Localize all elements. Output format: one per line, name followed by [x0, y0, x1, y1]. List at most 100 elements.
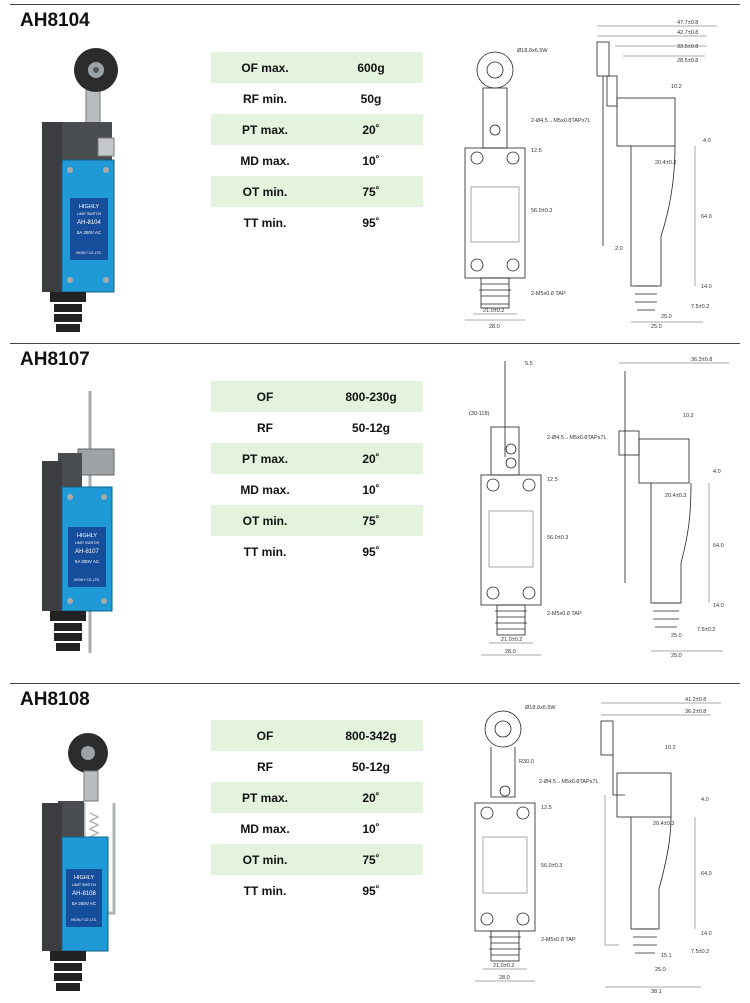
- dim-d14: 21.0±0.2: [493, 963, 514, 969]
- spec-row: RF min. 50g: [211, 83, 423, 114]
- spec-label: TT min.: [243, 215, 287, 230]
- dim-d14: 21.0±0.2: [483, 308, 504, 314]
- photo-model: AH-8108: [72, 891, 96, 897]
- spec-label: TT min.: [243, 544, 287, 559]
- dim-d8: 12.5: [541, 805, 552, 811]
- dim-d12: 14.0: [701, 931, 712, 937]
- dim-d13: 7.5±0.2: [691, 304, 709, 310]
- dim-d13: 7.5±0.2: [697, 627, 715, 633]
- spec-row: OT min.75˚: [211, 844, 423, 875]
- spec-value: 20˚: [362, 790, 380, 805]
- spec-label: PT max.: [241, 790, 289, 805]
- dim-d4: 28.5±0.8: [677, 58, 698, 64]
- model-title: AH8104: [20, 10, 90, 31]
- photo-rating: 5A 250V AC: [77, 230, 102, 235]
- photo-brand: HIGHLY: [79, 204, 99, 210]
- dim-d16: 38.1: [651, 989, 662, 995]
- dim-d11: 2.0: [615, 246, 623, 252]
- dim-d6: 4.0: [701, 797, 709, 803]
- spec-row: PT max.20˚: [211, 114, 423, 145]
- spec-value: 95˚: [362, 544, 380, 559]
- dim-d3: 33.5±0.8: [677, 44, 698, 50]
- dim-d10: 64.0: [701, 871, 712, 877]
- dim-tap: 2-M5x0.8 TAP: [531, 291, 566, 297]
- dim-d10: 64.0: [701, 214, 712, 220]
- spec-label: MD max.: [240, 821, 290, 836]
- spec-label: TT min.: [243, 883, 287, 898]
- photo-brand: HIGHLY: [74, 875, 94, 881]
- photo-maker: HIGHLY CO.,LTD.: [74, 578, 100, 582]
- top-divider: [10, 4, 740, 5]
- dim-d12: 14.0: [713, 603, 724, 609]
- spec-row: TT min. 95˚: [211, 536, 423, 567]
- photo-model: AH-8104: [77, 220, 101, 226]
- spec-row: TT min. 95˚: [211, 875, 423, 906]
- model-title: AH8107: [20, 349, 90, 370]
- spec-label: RF min.: [243, 91, 287, 106]
- spec-row: OT min. 75˚: [211, 176, 423, 207]
- photo-maker: HIGHLY CO.,LTD.: [71, 918, 97, 922]
- dim-d5: 10.2: [671, 84, 682, 90]
- dim-d9: 56.0±0.3: [531, 208, 552, 214]
- dim-d16: 25.0: [671, 653, 682, 659]
- spec-row: OT min.75˚: [211, 505, 423, 536]
- spec-label: OF: [256, 389, 274, 404]
- spec-value: 95˚: [362, 883, 380, 898]
- dim-d8: 12.5: [547, 477, 558, 483]
- dim-d8: 12.5: [531, 148, 542, 154]
- spec-row: MD max.10˚: [211, 813, 423, 844]
- spec-value: 800-342g: [345, 728, 397, 743]
- product-photo: HIGHLY LIMIT SWITCH AH-8107 5A 250V AC H…: [42, 391, 115, 653]
- dim-d15: 25.0: [661, 314, 672, 320]
- spec-value: 600g: [357, 60, 385, 75]
- section-divider: [10, 343, 740, 344]
- dim-d16: 25.0: [651, 324, 662, 330]
- dim-holes: 2-Ø4.5→M5x0.8TAPx7L: [539, 779, 599, 785]
- section-ah8108: AH8108 HIGHLY LIMIT SWITCH AH-8108 5A 25…: [0, 683, 750, 1003]
- model-title: AH8108: [20, 689, 90, 710]
- dim-d17: 28.0: [489, 324, 500, 330]
- spec-row: MD max.10˚: [211, 145, 423, 176]
- spec-value: 10˚: [362, 153, 380, 168]
- spec-value: 10˚: [362, 482, 380, 497]
- spec-row: RF 50-12g: [211, 751, 423, 782]
- product-photo: HIGHLY LIMIT SWITCH AH-8108 5A 250V AC H…: [42, 733, 116, 991]
- spec-row: PT max.20˚: [211, 443, 423, 474]
- spec-row: PT max. 20˚: [211, 782, 423, 813]
- spec-value: 75˚: [362, 184, 380, 199]
- section-ah8104: AH8104 HIGHLY LIMIT SWITCH AH-8104 5A 25…: [0, 4, 750, 344]
- photo-model: AH-8107: [75, 549, 99, 555]
- spec-value: 50g: [360, 91, 382, 106]
- spec-table: OF 800-342g RF 50-12g PT max. 20˚ MD max.10…: [211, 720, 423, 906]
- spec-label: RF: [257, 759, 273, 774]
- spec-value: 75˚: [362, 852, 380, 867]
- dim-d12: 14.0: [701, 284, 712, 290]
- dim-d5: 10.2: [683, 413, 694, 419]
- spec-label: PT max.: [241, 122, 289, 137]
- dim-d18: 15.1: [661, 953, 672, 959]
- product-photo: HIGHLY LIMIT SWITCH AH-8104 5A 250V AC H…: [42, 48, 118, 332]
- spec-label: OT min.: [242, 513, 288, 528]
- photo-subtitle: LIMIT SWITCH: [77, 212, 102, 216]
- spec-label: OT min.: [242, 184, 288, 199]
- photo-subtitle: LIMIT SWITCH: [72, 883, 97, 887]
- dim-holes: 2-Ø4.5→M5x0.8TAPx7L: [531, 118, 591, 124]
- spec-label: OF: [256, 728, 274, 743]
- dim-d6: 4.0: [703, 138, 711, 144]
- photo-rating: 5A 250V AC: [72, 901, 97, 906]
- dim-d17: 28.0: [499, 975, 510, 981]
- dim-d15: 25.0: [671, 633, 682, 639]
- dim-d9: 56.0±0.3: [547, 535, 568, 541]
- dim-d10: 64.0: [713, 543, 724, 549]
- spec-label: PT max.: [241, 451, 289, 466]
- photo-brand: HIGHLY: [77, 533, 97, 539]
- spec-value: 50-12g: [351, 759, 391, 774]
- spec-value: 800-230g: [345, 389, 397, 404]
- spec-label: RF: [257, 420, 273, 435]
- dimension-drawing: 5.5 (30-118) 2-Ø4.5→M5x0.8TAPx7L 12.5 56…: [469, 357, 729, 659]
- photo-rating: 5A 250V AC: [75, 559, 100, 564]
- photo-maker: HIGHLY CO.,LTD.: [76, 251, 102, 255]
- dim-d1: 41.2±0.8: [685, 697, 706, 703]
